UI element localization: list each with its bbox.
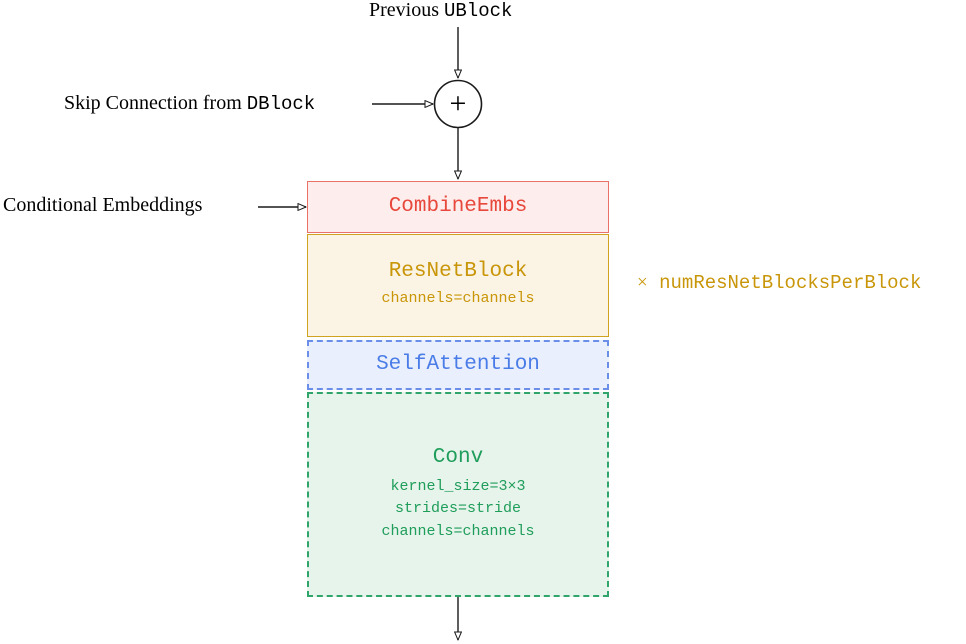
block-combine-embs-title: CombineEmbs bbox=[388, 194, 528, 218]
annotation-multiplier-text: numResNetBlocksPerBlock bbox=[647, 272, 922, 294]
label-previous-ublock: Previous UBlock bbox=[369, 0, 512, 21]
label-previous-ublock-prefix: Previous bbox=[369, 0, 444, 21]
block-self-attention[interactable]: SelfAttention bbox=[307, 340, 609, 390]
label-skip-connection-prefix: Skip Connection from bbox=[64, 92, 247, 114]
multiplication-sign-icon: × bbox=[637, 272, 648, 293]
label-skip-connection: Skip Connection from DBlock bbox=[64, 93, 315, 114]
block-resnet-block-param-channels: channels=channels bbox=[381, 290, 535, 308]
block-self-attention-title: SelfAttention bbox=[376, 352, 540, 376]
block-conv-param-strides: strides=stride bbox=[394, 500, 522, 518]
block-conv-title: Conv bbox=[432, 445, 484, 469]
adder-plus-symbol: + bbox=[449, 87, 467, 120]
annotation-num-resnet-blocks-per-block: × numResNetBlocksPerBlock bbox=[637, 273, 921, 293]
label-skip-connection-code: DBlock bbox=[246, 93, 316, 115]
block-resnet-block-title: ResNetBlock bbox=[388, 260, 528, 284]
label-conditional-embeddings: Conditional Embeddings bbox=[3, 194, 203, 216]
label-previous-ublock-code: UBlock bbox=[444, 0, 513, 22]
block-combine-embs[interactable]: CombineEmbs bbox=[307, 181, 609, 233]
block-conv-param-kernel-size: kernel_size=3×3 bbox=[390, 477, 526, 495]
block-conv-param-channels: channels=channels bbox=[381, 522, 535, 540]
block-resnet-block[interactable]: ResNetBlock channels=channels bbox=[307, 234, 609, 337]
block-conv[interactable]: Conv kernel_size=3×3 strides=stride chan… bbox=[307, 392, 609, 597]
